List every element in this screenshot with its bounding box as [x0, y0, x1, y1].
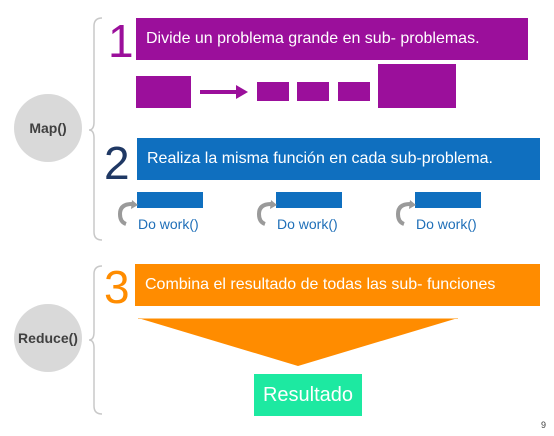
- map-bracket: [88, 17, 103, 241]
- reduce-bracket: [88, 265, 103, 415]
- do-work-label: Do work(): [277, 216, 338, 232]
- do-work-label: Do work(): [416, 216, 477, 232]
- work-block: [415, 192, 481, 208]
- funnel-triangle: [138, 318, 458, 366]
- curved-arrow-icon: [256, 200, 277, 226]
- page-number: 9: [541, 420, 547, 430]
- arrow-right-icon: [200, 85, 248, 99]
- step-3-bar: Combina el resultado de todas las sub- f…: [135, 264, 540, 306]
- sub-problem-block: [257, 82, 289, 101]
- step-2-bar: Realiza la misma función en cada sub-pro…: [137, 138, 540, 180]
- reduce-circle: Reduce(): [14, 304, 82, 372]
- step-3-number: 3: [104, 261, 130, 313]
- sub-problem-block: [338, 82, 370, 101]
- reduce-label: Reduce(): [18, 330, 78, 346]
- big-problem-block: [136, 76, 191, 108]
- sub-problem-block-large: [378, 64, 456, 108]
- step-1-number: 1: [108, 15, 134, 67]
- curved-arrow-icon: [395, 200, 416, 226]
- step-1-bar: Divide un problema grande en sub- proble…: [136, 18, 528, 60]
- work-block: [137, 192, 203, 208]
- work-block: [276, 192, 342, 208]
- map-label: Map(): [29, 120, 67, 136]
- result-box: Resultado: [254, 374, 362, 416]
- step-2-number: 2: [104, 137, 130, 189]
- map-circle: Map(): [14, 94, 82, 162]
- sub-problem-block: [297, 82, 329, 101]
- curved-arrow-icon: [117, 200, 138, 226]
- do-work-label: Do work(): [138, 216, 199, 232]
